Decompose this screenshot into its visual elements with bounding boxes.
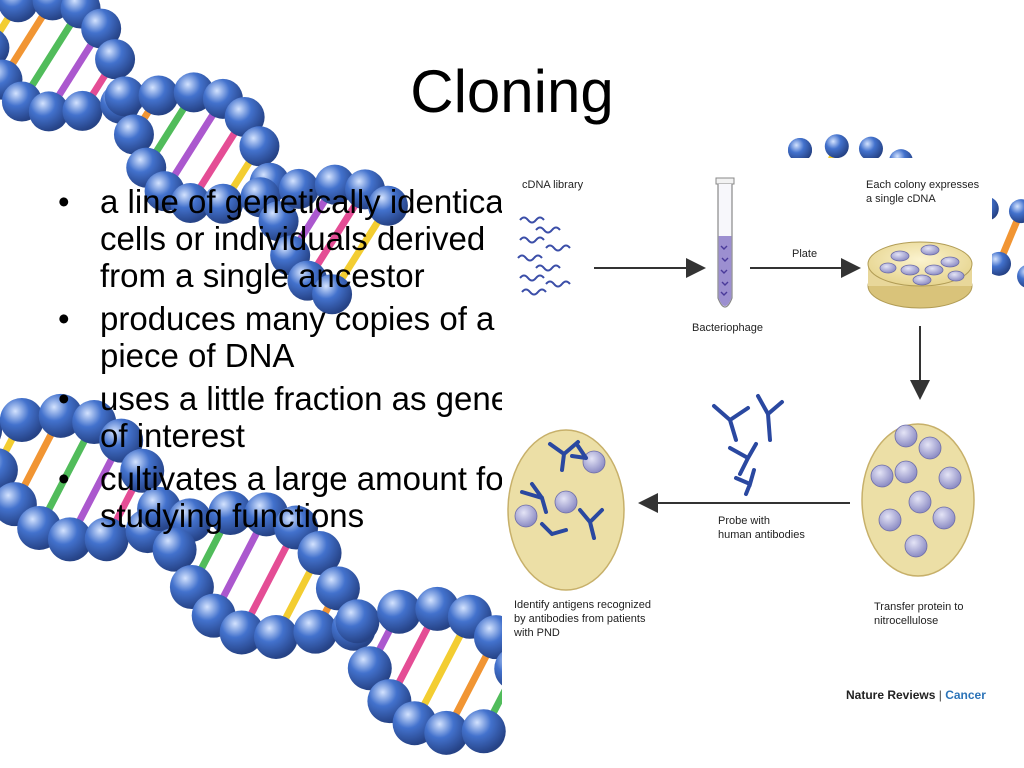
dna-sphere	[152, 527, 197, 572]
nitrocellulose-membrane-icon	[861, 423, 975, 577]
dna-sphere	[377, 589, 422, 634]
dna-sphere	[461, 709, 506, 754]
label-probe: Probe with human antibodies	[718, 514, 805, 542]
dna-sphere	[858, 136, 883, 161]
label-identify-antigens: Identify antigens recognized by antibodi…	[514, 598, 651, 640]
bullet-item: cultivates a large amount for studying f…	[58, 460, 518, 534]
dna-sphere	[335, 599, 380, 644]
cdna-strands	[517, 216, 571, 296]
label-line: Probe with	[718, 515, 770, 527]
diagram-graphics	[507, 177, 975, 591]
credit-separator: |	[938, 688, 942, 702]
label-line: nitrocellulose	[874, 615, 939, 627]
label-transfer-protein: Transfer protein to nitrocellulose	[874, 600, 963, 628]
figure-credit: Nature Reviews | Cancer	[846, 688, 986, 702]
dna-sphere	[0, 0, 39, 23]
colonies	[879, 244, 965, 286]
label-line: Identify antigens recognized	[514, 599, 651, 611]
antigen-detection-icon	[507, 429, 625, 591]
dna-sphere	[104, 76, 145, 117]
label-plate: Plate	[792, 248, 818, 260]
bullet-item: a line of genetically identical cells or…	[58, 183, 518, 294]
dna-sphere	[0, 448, 18, 492]
dna-sphere	[62, 90, 103, 131]
dna-sphere	[987, 251, 1012, 276]
dna-sphere	[28, 91, 69, 132]
credit-section: Cancer	[945, 688, 986, 702]
dna-sphere	[81, 8, 122, 49]
label-each-colony: Each colony expresses a single cDNA	[866, 178, 979, 206]
label-line: a single cDNA	[866, 193, 936, 205]
dna-sphere	[253, 614, 298, 659]
bullet-item: produces many copies of a piece of DNA	[58, 300, 518, 374]
dna-sphere	[113, 114, 154, 155]
dna-sphere	[95, 39, 136, 80]
dna-sphere	[424, 710, 469, 755]
dna-sphere	[347, 646, 392, 691]
label-line: Each colony expresses	[866, 179, 980, 191]
dna-sphere	[297, 531, 342, 576]
test-tube-icon	[715, 177, 735, 308]
slide-title: Cloning	[410, 58, 614, 125]
dna-sphere	[138, 75, 179, 116]
bullet-list: a line of genetically identical cells or…	[58, 183, 518, 540]
cloning-diagram: cDNA library Bacteriophage Plate Each co…	[502, 158, 992, 708]
dna-sphere	[0, 398, 44, 442]
label-line: with PND	[514, 627, 560, 639]
label-bacteriophage: Bacteriophage	[692, 322, 763, 334]
label-cdna-library: cDNA library	[522, 179, 584, 191]
credit-journal: Nature Reviews	[846, 688, 936, 702]
dna-sphere	[0, 30, 10, 65]
dna-sphere	[315, 566, 360, 611]
dna-sphere	[1017, 265, 1024, 288]
dna-sphere	[824, 134, 849, 159]
label-line: Transfer protein to	[874, 601, 964, 613]
bullet-item: uses a little fraction as gene of intere…	[58, 380, 518, 454]
label-line: human antibodies	[718, 529, 805, 541]
label-line: by antibodies from patients	[514, 613, 646, 625]
dna-sphere	[1008, 199, 1024, 224]
antibody-icons	[712, 394, 784, 496]
dna-sphere	[293, 609, 338, 654]
dna-sphere	[788, 138, 812, 162]
dna-sphere	[219, 610, 264, 655]
dna-sphere	[239, 126, 280, 167]
